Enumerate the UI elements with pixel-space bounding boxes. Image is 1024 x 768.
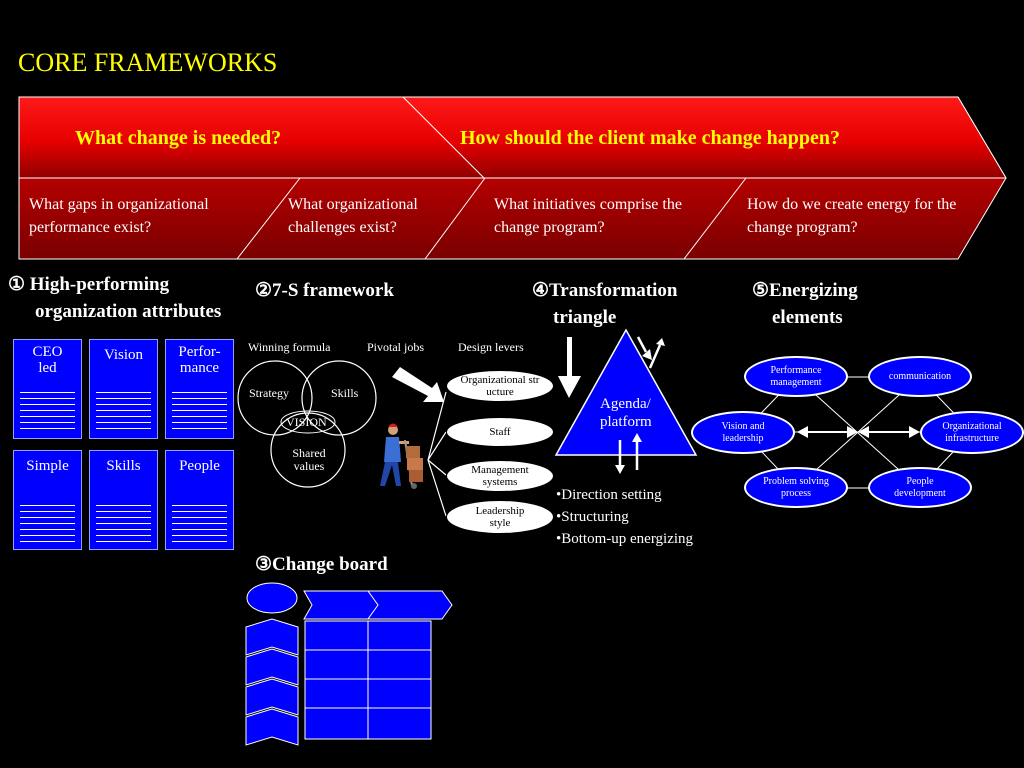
section-4-subtitle: triangle <box>553 307 617 328</box>
section-5-title: ⑤Energizing <box>752 280 858 301</box>
bullet-item: •Direction setting <box>556 487 662 503</box>
attribute-card: Vision <box>89 339 158 439</box>
energy-people-development: People development <box>868 467 972 508</box>
attribute-label: Vision <box>103 347 144 363</box>
question-2: What organizational challenges exist? <box>288 196 418 236</box>
attribute-label: Simple <box>26 458 69 474</box>
attribute-label: People <box>179 458 220 474</box>
energy-org-infrastructure: Organizational infrastructure <box>920 411 1024 454</box>
section-5-subtitle: elements <box>772 307 843 328</box>
circle-shared-values: Shared values <box>292 446 326 473</box>
attribute-card: Simple <box>13 450 82 550</box>
energy-communication: communication <box>868 356 972 397</box>
question-4: How do we create energy for the change p… <box>747 196 957 236</box>
label-pivotal-jobs: Pivotal jobs <box>367 340 425 354</box>
header-right: How should the client make change happen… <box>460 127 841 149</box>
bullet-item: •Bottom-up energizing <box>556 531 694 547</box>
section-1-title: ① High-performing <box>8 274 170 295</box>
circle-skills: Skills <box>331 386 359 400</box>
lever-management-systems: Management systems <box>446 460 554 492</box>
attribute-label: Skills <box>106 458 141 474</box>
attribute-card: CEO led <box>13 339 82 439</box>
question-3: What initiatives comprise the change pro… <box>494 196 682 236</box>
circle-vision: VISION <box>286 415 327 429</box>
lever-leadership-style: Leadership style <box>446 500 554 534</box>
lever-org-structure: Organizational structure <box>446 370 554 402</box>
energy-performance-management: Performance management <box>744 356 848 397</box>
attribute-card: Skills <box>89 450 158 550</box>
attribute-label: Perfor-mance <box>178 344 221 376</box>
label-design-levers: Design levers <box>458 340 524 354</box>
attribute-label: CEO led <box>32 344 63 376</box>
energy-problem-solving: Problem solving process <box>744 467 848 508</box>
worker-icon <box>380 423 423 489</box>
energy-vision-leadership: Vision and leadership <box>691 411 795 454</box>
triangle-center-label: Agenda/platform <box>600 396 652 430</box>
circle-strategy: Strategy <box>249 386 289 400</box>
label-winning-formula: Winning formula <box>248 340 331 354</box>
section-4-title: ④Transformation <box>532 280 678 301</box>
section-1-subtitle: organization attributes <box>35 301 222 322</box>
attribute-card: Perfor-mance <box>165 339 234 439</box>
attribute-card: People <box>165 450 234 550</box>
section-2-title: ②7-S framework <box>255 280 394 301</box>
bullet-item: •Structuring <box>556 509 629 525</box>
question-1: What gaps in organizational performance … <box>29 196 209 236</box>
page-title: CORE FRAMEWORKS <box>18 48 278 77</box>
lever-staff: Staff <box>446 417 554 447</box>
triangle-bullets: •Direction setting •Structuring •Bottom-… <box>556 484 693 550</box>
header-left: What change is needed? <box>75 127 282 149</box>
section-3-title: ③Change board <box>255 554 388 575</box>
